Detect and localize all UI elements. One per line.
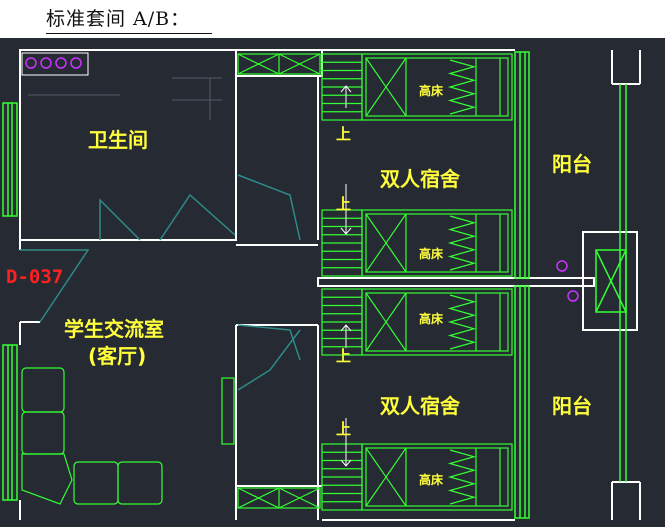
bunk-beds bbox=[321, 53, 513, 511]
floor-plan-drawing bbox=[2, 49, 641, 521]
windows bbox=[2, 51, 627, 519]
bathroom-fixtures bbox=[25, 57, 579, 302]
room-tag: D-037 bbox=[6, 266, 64, 288]
bed-label-2: 高床 bbox=[419, 247, 444, 261]
double-room-bottom-label: 双人宿舍 bbox=[380, 394, 460, 418]
lounge-label: 学生交流室 bbox=[64, 317, 164, 341]
floor-plan: 卫生间 学生交流室 (客厅) 双人宿舍 双人宿舍 阳台 阳台 高床 高床 高床 … bbox=[0, 38, 665, 527]
bathroom-label: 卫生间 bbox=[88, 128, 148, 152]
bunk-bed bbox=[361, 53, 513, 121]
balcony-top-label: 阳台 bbox=[552, 152, 592, 176]
doors bbox=[20, 174, 301, 391]
page-heading: 标准套间 A/B： bbox=[46, 4, 212, 34]
wardrobes bbox=[221, 53, 321, 509]
bed-label-4: 高床 bbox=[419, 473, 444, 487]
walls bbox=[19, 49, 641, 521]
stair-label-3: 上 bbox=[336, 347, 352, 365]
bunk-bed bbox=[361, 209, 513, 277]
living-room-label: (客厅) bbox=[88, 344, 147, 368]
double-room-top-label: 双人宿舍 bbox=[380, 167, 460, 191]
bed-label-3: 高床 bbox=[419, 312, 444, 326]
bunk-bed bbox=[361, 443, 513, 511]
stair-label-4: 上 bbox=[336, 420, 352, 438]
sofa-set bbox=[21, 367, 163, 505]
bed-label-1: 高床 bbox=[419, 84, 444, 98]
stair-label-2: 上 bbox=[336, 195, 352, 213]
bunk-bed bbox=[361, 288, 513, 356]
stair-label-1: 上 bbox=[336, 125, 352, 143]
stair-arrows bbox=[340, 85, 352, 467]
balcony-bottom-label: 阳台 bbox=[552, 394, 592, 418]
